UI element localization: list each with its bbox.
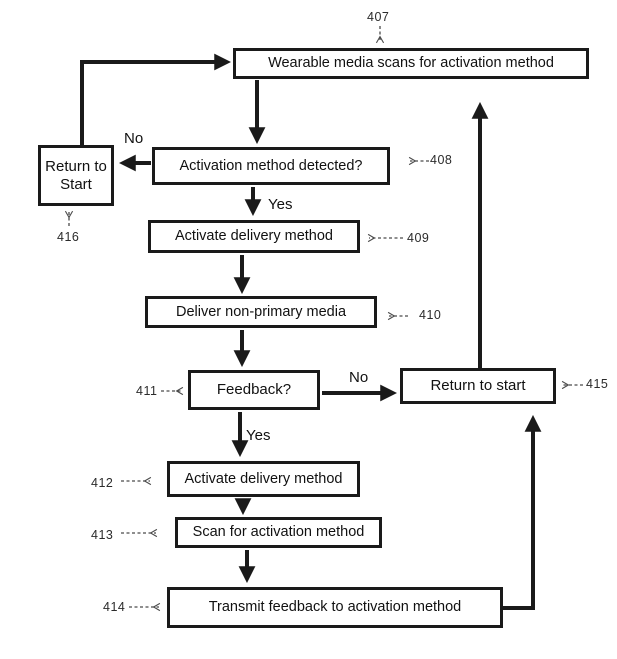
ref-label-415: 415 xyxy=(586,377,609,391)
edge-label-yes-feedback: Yes xyxy=(246,427,271,444)
edge-label-yes-detected: Yes xyxy=(268,196,293,213)
arrow-414-to-415 xyxy=(503,414,542,610)
ref-label-411: 411 xyxy=(136,384,158,398)
ref-label-414: 414 xyxy=(103,600,126,614)
flow-node-407-wearable-scan: Wearable media scans for activation meth… xyxy=(233,48,589,79)
flow-node-411-feedback: Feedback? xyxy=(188,370,320,410)
ref-label-407: 407 xyxy=(367,10,390,24)
flow-node-412-activate-delivery: Activate delivery method xyxy=(167,461,360,497)
edge-label-no-detected: No xyxy=(124,130,144,147)
arrow-416-to-407 xyxy=(80,53,232,145)
flow-node-414-transmit-feedback: Transmit feedback to activation method xyxy=(167,587,503,628)
flow-node-408-detected: Activation method detected? xyxy=(152,147,390,185)
ref-label-413: 413 xyxy=(91,528,114,542)
flow-node-409-activate-delivery: Activate delivery method xyxy=(148,220,360,253)
ref-label-416: 416 xyxy=(57,230,80,244)
flow-node-416-return-to-start: Return to Start xyxy=(38,145,114,206)
flow-node-410-deliver-media: Deliver non-primary media xyxy=(145,296,377,328)
ref-label-410: 410 xyxy=(419,308,442,322)
ref-label-408: 408 xyxy=(430,153,453,167)
ref-label-412: 412 xyxy=(91,476,114,490)
flow-node-415-return-to-start: Return to start xyxy=(400,368,556,404)
flow-node-413-scan-activation: Scan for activation method xyxy=(175,517,382,548)
edge-label-no-feedback: No xyxy=(349,369,369,386)
ref-label-409: 409 xyxy=(407,231,430,245)
